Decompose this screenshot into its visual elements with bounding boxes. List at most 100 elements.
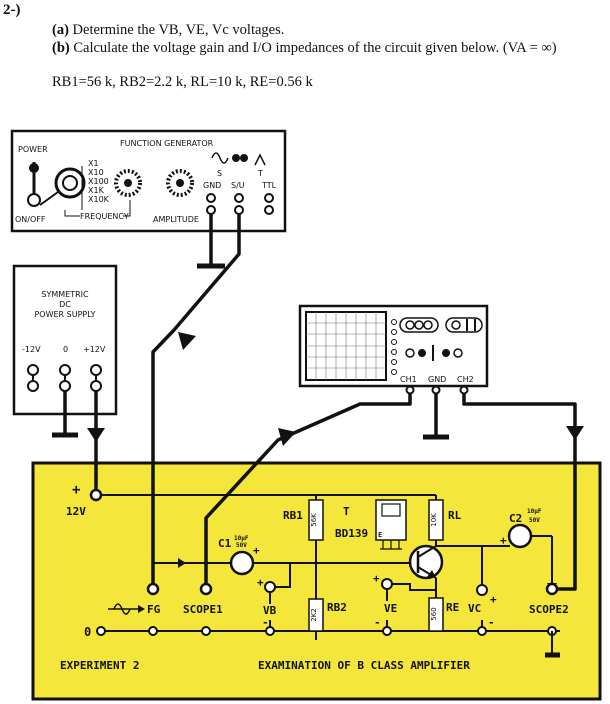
ve-label: VE [384, 602, 397, 615]
cable-arrow-ch1-icon [278, 428, 296, 446]
cable-arrow-supply-icon [87, 428, 105, 442]
c2-capacitor [507, 523, 533, 549]
c1-capacitor [229, 550, 255, 576]
cable-ch1-to-scope1 [204, 394, 412, 584]
rb2-resistor: 2K2 [308, 598, 324, 632]
c1-value-1: 10µF [234, 535, 249, 542]
ground-zero-label: 0 [84, 625, 91, 639]
rl-resistor: 10K [428, 499, 444, 541]
vc-minus-sign: - [488, 616, 495, 629]
waveform-selector-icon[interactable] [211, 152, 266, 166]
range-selector-knob[interactable] [39, 167, 86, 206]
rb1-resistor: 56K [308, 499, 324, 541]
scope1-label: SCOPE1 [183, 603, 223, 616]
fg-terminal-label: FG [147, 603, 161, 616]
cable-arrow-fg-icon [178, 332, 196, 350]
ve-minus-sign: - [374, 616, 381, 629]
osc-ch2-label: CH2 [457, 375, 474, 384]
fg-s-label: S [217, 169, 222, 178]
c1-label: C1 [218, 537, 232, 550]
fg-title: FUNCTION GENERATOR [120, 139, 214, 148]
oscilloscope-knobs-top[interactable] [399, 317, 483, 333]
component-values: RB1=56 k, RB2=2.2 k, RL=10 k, RE=0.56 k [52, 74, 313, 90]
vb-test-point[interactable] [264, 581, 276, 631]
fg-st-label: S/U [231, 181, 245, 190]
fg-gnd-label: GND [203, 181, 221, 190]
vc-label: VC [468, 602, 481, 615]
fg-ttl-jack[interactable] [264, 193, 274, 215]
range-x10k: X10K [88, 195, 110, 204]
ps-title-3: POWER SUPPLY [34, 310, 95, 319]
frequency-label: FREQUENCY [80, 212, 129, 221]
supply-terminal[interactable] [89, 488, 103, 502]
ve-plus-sign: + [373, 572, 380, 585]
c1-plus-sign: + [253, 544, 260, 557]
rl-value: 10K [430, 513, 438, 527]
osc-ch1-jack[interactable] [405, 385, 415, 395]
scope2-terminal[interactable] [545, 582, 559, 596]
osc-gnd-jack[interactable] [431, 385, 441, 395]
ps-neg-jack[interactable] [27, 364, 39, 392]
amplitude-knob[interactable] [166, 169, 194, 197]
re-value: 560 [430, 607, 438, 620]
oscilloscope: CH1 GND CH2 [298, 304, 489, 395]
oscilloscope-side-buttons[interactable] [391, 319, 397, 375]
cable-ch2-to-scope2 [462, 394, 577, 591]
function-generator: FUNCTION GENERATOR POWER ON/OFF X1 X10 X… [10, 129, 287, 233]
examination-label: EXAMINATION OF B CLASS AMPLIFIER [258, 659, 470, 672]
supply-voltage-label: 12V [66, 505, 86, 518]
re-label: RE [446, 601, 459, 614]
vc-plus-sign: + [490, 593, 497, 606]
range-x1k: X1K [88, 186, 105, 195]
power-supply: SYMMETRIC DC POWER SUPPLY -12V 0 +12V [12, 264, 118, 416]
part-a-text: Determine the VB, VE, Vc voltages. [72, 22, 285, 38]
rl-label: RL [448, 509, 462, 522]
cable-fg-to-board [151, 214, 241, 584]
ps-zero-label: 0 [63, 345, 68, 354]
part-a-tag: (a) [52, 22, 69, 38]
question-number: 2-) [3, 2, 21, 18]
question-part-a: (a) Determine the VB, VE, Vc voltages. [52, 22, 284, 39]
question-part-b: (b) Calculate the voltage gain and I/O i… [52, 40, 557, 57]
oscilloscope-grid [306, 312, 386, 380]
part-b-tag: (b) [52, 40, 70, 56]
osc-gnd-label: GND [428, 375, 446, 384]
ps-zero-jack[interactable] [59, 364, 71, 392]
range-x10: X10 [88, 168, 104, 177]
c2-value-1: 10µF [527, 508, 542, 515]
power-switch-icon[interactable] [27, 162, 41, 207]
part-b-text: Calculate the voltage gain and I/O imped… [73, 40, 557, 56]
transistor-pin-t: T [343, 505, 350, 518]
input-arrow-icon [178, 558, 186, 568]
rb2-value: 2K2 [310, 608, 318, 622]
vb-minus-sign: - [262, 616, 269, 629]
fg-onoff-label: ON/OFF [15, 215, 46, 224]
ps-title-2: DC [59, 300, 71, 309]
rb2-label: RB2 [327, 601, 347, 614]
ps-pos-label: +12V [83, 345, 106, 354]
range-x100: X100 [88, 177, 109, 186]
supply-plus-sign: + [72, 482, 80, 498]
rb1-value: 56K [310, 513, 318, 527]
fg-gnd-jack[interactable] [206, 193, 216, 215]
ve-test-point[interactable] [381, 578, 393, 631]
ps-title-1: SYMMETRIC [41, 290, 89, 299]
c2-label: C2 [509, 512, 522, 525]
oscilloscope-knobs-bottom[interactable] [405, 345, 463, 361]
fg-ttl-label: TTL [261, 181, 277, 190]
experiment-label: EXPERIMENT 2 [60, 659, 139, 672]
fg-terminal[interactable] [146, 582, 160, 596]
frequency-knob[interactable] [114, 169, 142, 197]
rb1-label: RB1 [283, 509, 303, 522]
osc-ch2-jack[interactable] [459, 385, 469, 395]
range-x1: X1 [88, 159, 99, 168]
scope1-terminal[interactable] [199, 582, 213, 596]
transistor-pin-e: E [378, 531, 382, 539]
vb-label: VB [263, 604, 277, 617]
fg-t-label: T [257, 169, 263, 178]
c2-value-2: 50V [529, 517, 540, 524]
transistor-label: BD139 [335, 527, 368, 540]
sine-source-icon [108, 603, 145, 615]
scope2-label: SCOPE2 [529, 603, 569, 616]
